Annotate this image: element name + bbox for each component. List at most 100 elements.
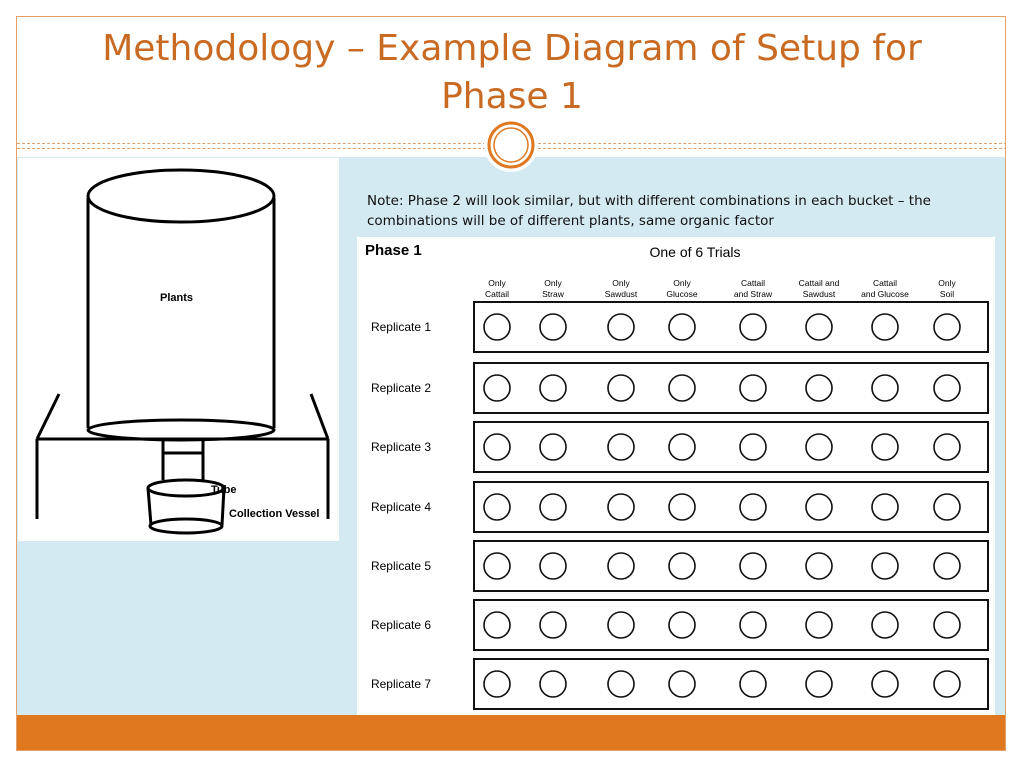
bucket-circle (805, 313, 833, 341)
row-label: Replicate 6 (371, 618, 431, 632)
bucket-circle (933, 313, 961, 341)
table-back-right (309, 393, 330, 440)
bucket-circle (483, 552, 511, 580)
bucket-circle (607, 552, 635, 580)
bucket-circle (871, 611, 899, 639)
bucket-circle (539, 670, 567, 698)
vessel-bottom (148, 517, 224, 535)
column-header-line2: Sawdust (605, 289, 638, 299)
bucket-circle (933, 433, 961, 461)
column-header-line2: Cattail (485, 289, 509, 299)
bucket-circle (607, 670, 635, 698)
row-label: Replicate 4 (371, 500, 431, 514)
collection-vessel-label: Collection Vessel (229, 508, 319, 520)
replicate-row-box (473, 301, 989, 353)
bucket-circle (607, 374, 635, 402)
bucket-circle (483, 374, 511, 402)
bucket-circle (871, 374, 899, 402)
setup-diagram: Plants Tube Collection Vessel (18, 158, 339, 541)
bucket-circle (607, 493, 635, 521)
column-header-line1: Cattail and (799, 278, 840, 288)
bucket-circle (805, 552, 833, 580)
vessel-right (220, 487, 226, 526)
bucket-circle (933, 374, 961, 402)
bucket-circle (871, 433, 899, 461)
slide-title: Methodology – Example Diagram of Setup f… (17, 25, 1005, 121)
tube-label: Tube (211, 484, 236, 496)
bucket-circle (805, 374, 833, 402)
bucket-circle (739, 433, 767, 461)
bucket-circle (933, 552, 961, 580)
bucket-circle (871, 552, 899, 580)
slide: Methodology – Example Diagram of Setup f… (16, 16, 1006, 751)
bucket-circle (668, 433, 696, 461)
bucket-circle (739, 670, 767, 698)
title-line-1: Methodology – Example Diagram of Setup f… (102, 28, 922, 69)
column-header-line1: Only (938, 278, 956, 288)
bucket-circle (539, 433, 567, 461)
setup-drawing: Plants Tube Collection Vessel (35, 168, 330, 535)
circle-ornament-icon (484, 118, 538, 172)
column-header-line1: Cattail (741, 278, 765, 288)
bucket-circle (668, 611, 696, 639)
bucket-circle (739, 313, 767, 341)
column-header-line1: Only (544, 278, 562, 288)
bucket-circle (483, 313, 511, 341)
trial-grid: Phase 1 One of 6 Trials OnlyCattailOnlyS… (365, 242, 989, 710)
bucket-circle (607, 313, 635, 341)
column-header-line2: Glucose (666, 289, 697, 299)
bucket-circle (933, 670, 961, 698)
row-label: Replicate 7 (371, 677, 431, 691)
replicate-row-box (473, 421, 989, 473)
bucket-circle (739, 493, 767, 521)
column-header-line1: Only (673, 278, 691, 288)
bucket-circle (539, 552, 567, 580)
bucket-circle (668, 374, 696, 402)
bucket-circle (539, 611, 567, 639)
bucket-circle (539, 493, 567, 521)
table-back-left (35, 393, 61, 440)
column-header-line1: Only (488, 278, 506, 288)
column-header-line2: Soil (940, 289, 954, 299)
bucket-circle (805, 611, 833, 639)
bucket-circle (607, 433, 635, 461)
vessel-left (146, 487, 153, 526)
phase-2-note: Note: Phase 2 will look similar, but wit… (367, 193, 931, 229)
bucket-circle (607, 611, 635, 639)
bucket-circle (933, 611, 961, 639)
plants-label: Plants (160, 292, 193, 304)
bucket-circle (483, 493, 511, 521)
row-label: Replicate 1 (371, 320, 431, 334)
bucket-circle (805, 493, 833, 521)
bucket-circle (483, 670, 511, 698)
title-line-2: Phase 1 (441, 76, 583, 117)
bucket-circle (871, 493, 899, 521)
column-header-line2: Straw (542, 289, 565, 299)
column-header-line2: and Straw (734, 289, 773, 299)
bucket-circle (933, 493, 961, 521)
bucket-circle (539, 313, 567, 341)
row-label: Replicate 3 (371, 440, 431, 454)
row-label: Replicate 2 (371, 381, 431, 395)
bucket-circle (668, 313, 696, 341)
column-header-line1: Only (612, 278, 630, 288)
bucket-rim (86, 168, 276, 224)
column-header-line2: Sawdust (803, 289, 836, 299)
bucket-circle (805, 433, 833, 461)
bucket-circle (871, 313, 899, 341)
bucket-circle (805, 670, 833, 698)
bucket-circle (539, 374, 567, 402)
bucket-circle (739, 374, 767, 402)
trial-label: One of 6 Trials (649, 244, 740, 260)
bucket-circle (871, 670, 899, 698)
footer-accent-bar (17, 715, 1005, 750)
bucket-circle (668, 670, 696, 698)
bucket-bottom (86, 418, 276, 442)
column-header-line1: Cattail (873, 278, 897, 288)
bucket-circle (668, 493, 696, 521)
bucket-circle (739, 611, 767, 639)
row-label: Replicate 5 (371, 559, 431, 573)
bucket-circle (483, 433, 511, 461)
bucket-circle (483, 611, 511, 639)
column-header-line2: and Glucose (861, 289, 909, 299)
